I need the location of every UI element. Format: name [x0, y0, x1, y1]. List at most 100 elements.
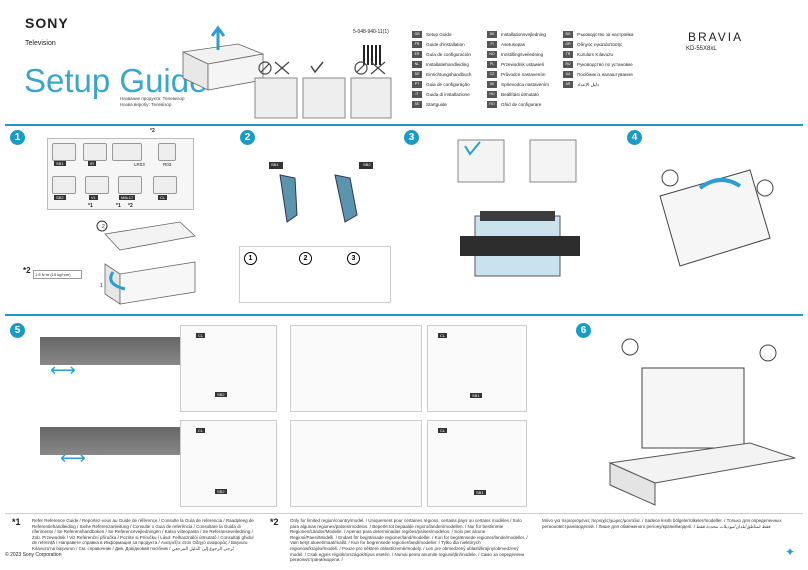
tv-edge-illustration-2	[40, 427, 180, 455]
substep-1-badge: 1	[244, 252, 257, 265]
placing-tv-illustration	[457, 139, 580, 277]
page-subtitle: Название продукта: Телевизор Назва вироб…	[120, 96, 185, 107]
part-label-r03: R03	[163, 162, 172, 167]
stand-part-2	[52, 176, 76, 194]
torque-label: 1.5 N·m (15 kgf·cm)	[33, 270, 82, 279]
tv-edge-illustration	[40, 337, 180, 365]
section-divider	[5, 314, 803, 316]
lift-warning-illustration	[254, 61, 392, 119]
sony-mark-icon: ✦	[785, 545, 796, 559]
tv-back-panel	[290, 325, 422, 412]
flip-tv-illustration	[659, 169, 774, 267]
tv-back-panel-2	[290, 420, 422, 507]
stand-attach-panel	[180, 325, 277, 412]
note-mark: *1	[88, 203, 93, 209]
manual-part	[83, 143, 107, 161]
step-2-badge: 2	[240, 130, 255, 145]
note-mark: *2	[23, 266, 31, 275]
substep-panel	[239, 246, 391, 303]
standing-tv-illustration	[608, 338, 796, 506]
unpacking-illustration	[96, 220, 196, 305]
product-type: Television	[25, 40, 56, 47]
page-title: Setup Guide	[24, 62, 208, 99]
subtitle-line: Назва виробу: Телевізор	[120, 101, 172, 107]
stand-attach-panel-3	[180, 420, 277, 507]
qr-code-icon	[363, 45, 383, 65]
step-5-badge: 5	[10, 323, 25, 338]
sony-logo: SONY	[25, 15, 69, 31]
remote-part	[112, 143, 142, 161]
substep-1: 1	[100, 283, 103, 289]
width-arrow-icon: ⟷	[60, 448, 86, 468]
step-6-badge: 6	[576, 323, 591, 338]
part-label-v1: V1	[89, 195, 98, 200]
doc-number: 5-048-940-11(1)	[353, 29, 389, 35]
part-label-sb2: SB2	[54, 195, 66, 200]
screw-part	[85, 176, 109, 194]
model-number: KD-55X8xL	[686, 46, 717, 52]
stand-attach-panel-4	[427, 420, 527, 507]
packaging-illustration	[181, 25, 265, 91]
part-label-cl: CL	[196, 333, 206, 338]
step-1-badge: 1	[10, 130, 25, 145]
stand-illustration	[269, 162, 373, 223]
width-arrow-icon: ⟷	[50, 360, 76, 380]
part-label-sb1: SB1	[54, 161, 66, 166]
subtitle-line: Название продукта: Телевизор	[120, 96, 185, 101]
copyright: © 2023 Sony Corporation	[5, 552, 62, 558]
section-divider	[5, 124, 803, 126]
footer-divider	[5, 513, 803, 514]
note-mark: *2	[270, 517, 279, 527]
clip-part	[153, 176, 177, 194]
part-label-cl: CL	[158, 195, 168, 200]
part-label-sb1: SB1	[474, 490, 486, 495]
step-4-badge: 4	[627, 130, 642, 145]
region-note-2: Μόνο για περιορισμένες περιοχές/χώρες/μο…	[542, 518, 782, 529]
note-mark: *1	[116, 203, 121, 209]
step-3-badge: 3	[404, 130, 419, 145]
part-label-cl: CL	[438, 428, 448, 433]
note-mark: *2	[150, 128, 155, 134]
substep-2-badge: 2	[299, 252, 312, 265]
part-label-lr03: LR03	[134, 162, 145, 167]
battery-part	[158, 143, 176, 161]
stand-part	[52, 143, 76, 161]
part-label-ir: IR	[88, 161, 96, 166]
note-mark: *1	[12, 517, 21, 527]
part-label-sb2: SB2	[215, 489, 227, 494]
part-label-sb1: SB1	[269, 162, 281, 167]
substep-2: 2	[102, 224, 105, 230]
part-label-sb2: SB2	[361, 162, 373, 167]
substep-3-badge: 3	[347, 252, 360, 265]
part-label-cl: CL	[438, 333, 448, 338]
note-mark: *2	[128, 203, 133, 209]
stand-attach-panel-2	[427, 325, 527, 412]
part-label-cl: CL	[196, 428, 206, 433]
part-label-sb2: SB2	[215, 392, 227, 397]
region-note: Only for limited region/country/model. /…	[290, 518, 528, 563]
reference-note: Refer Reference Guide / Reportez-vous au…	[32, 518, 254, 551]
